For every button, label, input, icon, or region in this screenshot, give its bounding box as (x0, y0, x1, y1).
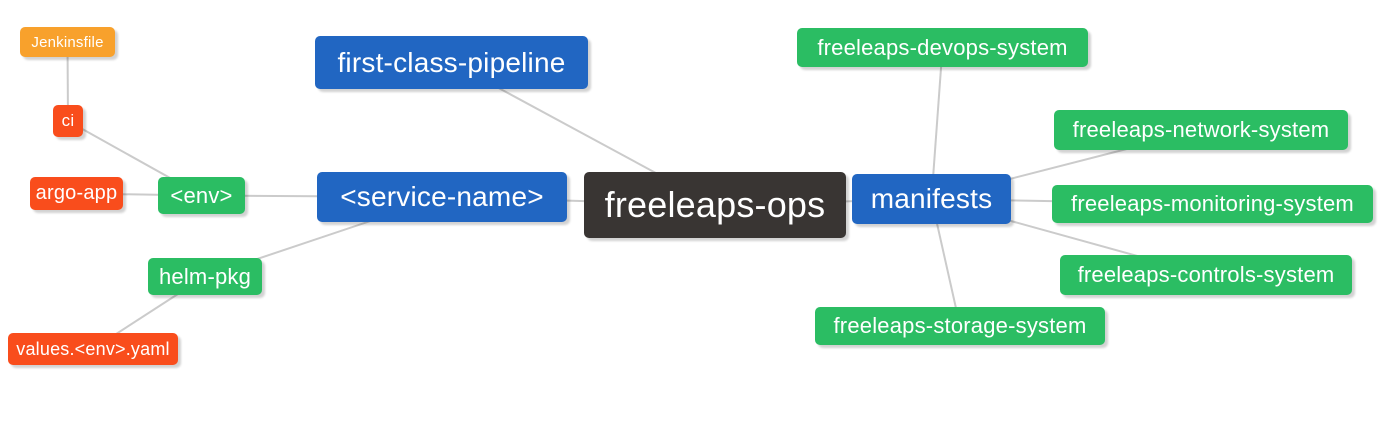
node-label: <env> (170, 182, 233, 208)
node-devops-system[interactable]: freeleaps-devops-system (797, 28, 1088, 67)
node-label: freeleaps-controls-system (1077, 262, 1335, 287)
node-first-class-pipeline[interactable]: first-class-pipeline (315, 36, 588, 89)
node-label: first-class-pipeline (337, 46, 566, 78)
node-env[interactable]: <env> (158, 177, 245, 214)
node-label: freeleaps-devops-system (817, 34, 1068, 60)
edge-manifests--devops-system (930, 47, 944, 200)
node-helm-pkg[interactable]: helm-pkg (148, 258, 262, 295)
node-ci[interactable]: ci (53, 105, 83, 137)
node-label: ci (61, 111, 75, 130)
node-label: freeleaps-storage-system (833, 313, 1087, 338)
node-manifests[interactable]: manifests (852, 174, 1011, 224)
node-storage-system[interactable]: freeleaps-storage-system (815, 307, 1105, 345)
node-label: freeleaps-ops (604, 184, 826, 225)
node-argo-app[interactable]: argo-app (30, 177, 123, 210)
node-label: helm-pkg (158, 263, 252, 289)
node-jenkinsfile[interactable]: Jenkinsfile (20, 27, 115, 57)
node-network-system[interactable]: freeleaps-network-system (1054, 110, 1348, 150)
node-monitoring-system[interactable]: freeleaps-monitoring-system (1052, 185, 1373, 223)
node-label: freeleaps-network-system (1072, 117, 1330, 142)
node-values-env-yaml[interactable]: values.<env>.yaml (8, 333, 178, 365)
node-freeleaps-ops[interactable]: freeleaps-ops (584, 172, 846, 238)
node-label: values.<env>.yaml (16, 338, 170, 359)
node-label: manifests (870, 183, 993, 214)
node-controls-system[interactable]: freeleaps-controls-system (1060, 255, 1352, 295)
node-label: <service-name> (340, 181, 544, 212)
node-label: Jenkinsfile (31, 33, 104, 51)
node-label: argo-app (35, 182, 118, 204)
node-service-name[interactable]: <service-name> (317, 172, 567, 222)
node-label: freeleaps-monitoring-system (1071, 191, 1354, 216)
